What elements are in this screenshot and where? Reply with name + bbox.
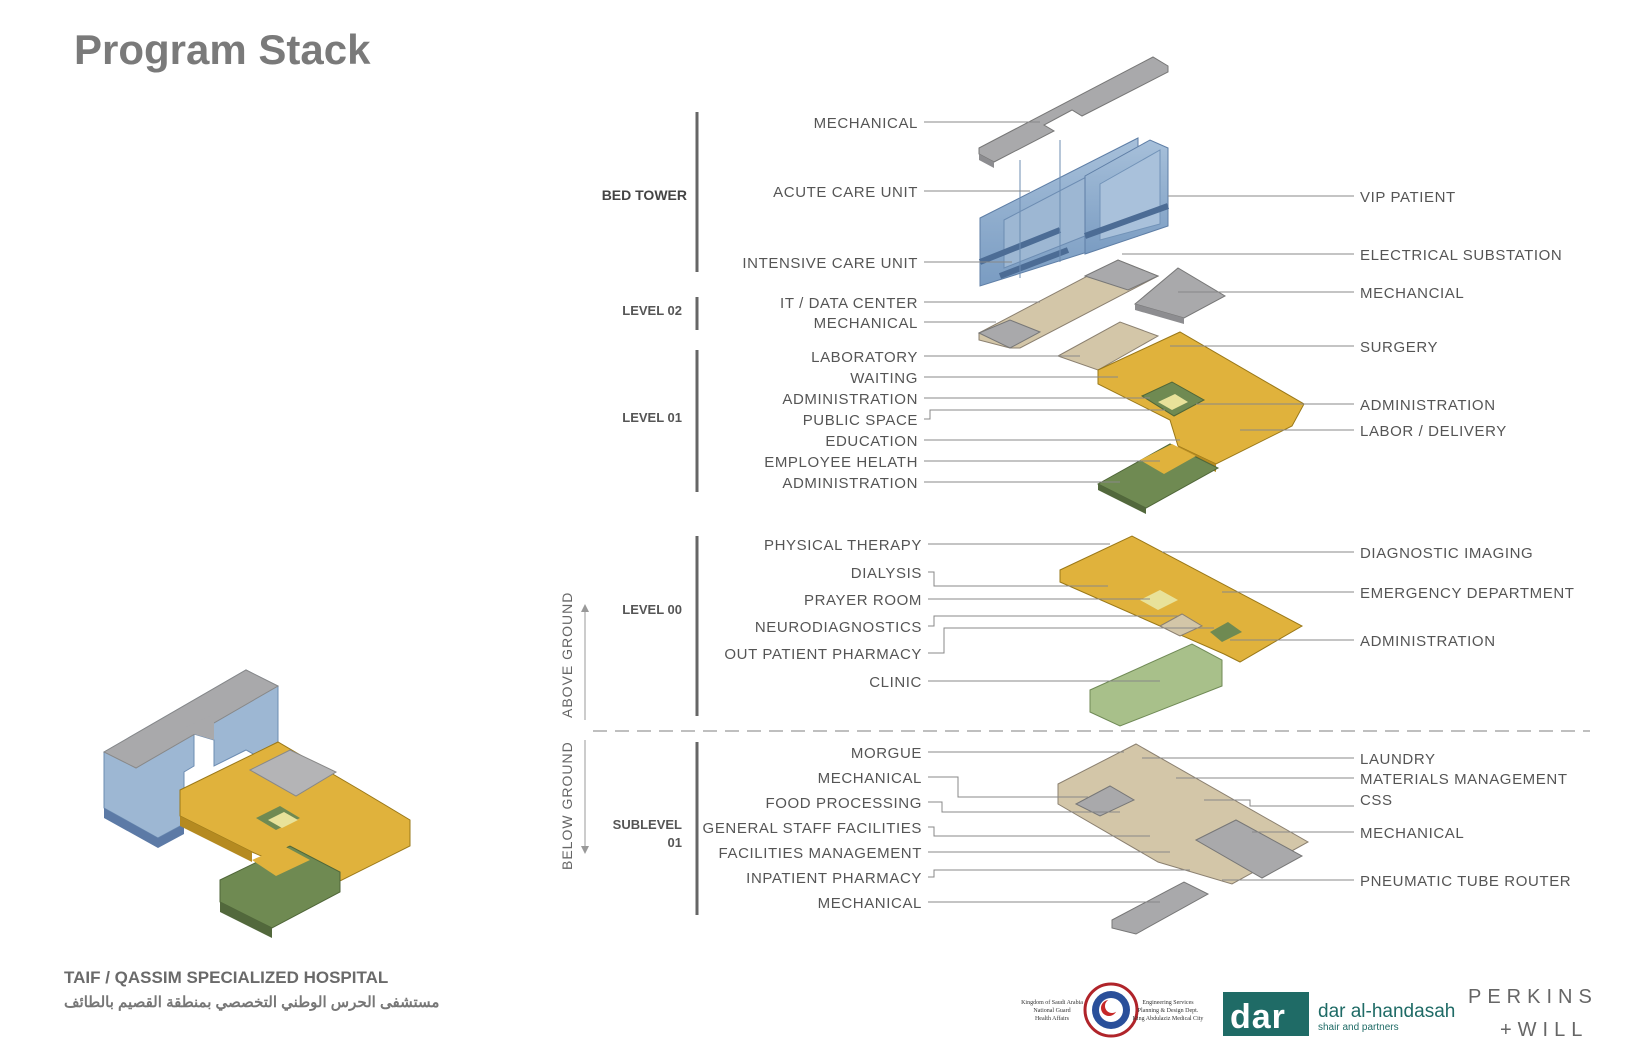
project-name-en: TAIF / QASSIM SPECIALIZED HOSPITAL (64, 968, 389, 987)
ngha-text-left-1: Kingdom of Saudi Arabia (1021, 999, 1083, 1006)
will-text: +WILL (1500, 1019, 1588, 1041)
label-administration-r01: ADMINISTRATION (1360, 397, 1496, 414)
label-dialysis: DIALYSIS (851, 565, 922, 582)
label-physical-therapy: PHYSICAL THERAPY (764, 537, 922, 554)
right-labels: VIP PATIENT ELECTRICAL SUBSTATION MECHAN… (1122, 189, 1575, 890)
label-pneumatic-tube-router: PNEUMATIC TUBE ROUTER (1360, 873, 1571, 890)
label-labor-delivery: LABOR / DELIVERY (1360, 423, 1507, 440)
label-laundry: LAUNDRY (1360, 751, 1436, 768)
label-mechanical-right-sub: MECHANICAL (1360, 825, 1464, 842)
level00-block (1059, 535, 1304, 727)
label-out-patient-pharmacy: OUT PATIENT PHARMACY (724, 646, 922, 663)
label-css: CSS (1360, 792, 1393, 809)
ngha-text-right-1: Engineering Services (1142, 1000, 1194, 1006)
group-label-sublevel-num: 01 (668, 835, 682, 850)
group-label-bed-tower: BED TOWER (602, 187, 687, 203)
label-food-processing: FOOD PROCESSING (765, 795, 922, 812)
group-label-level00: LEVEL 00 (622, 602, 682, 617)
ngha-text-right-3: King Abdulaziz Medical City (1133, 1016, 1204, 1022)
label-waiting: WAITING (850, 370, 918, 387)
sublevel-block (1057, 743, 1310, 935)
label-morgue: MORGUE (851, 745, 922, 762)
ngha-logo: Kingdom of Saudi Arabia National Guard H… (1021, 980, 1203, 1040)
label-acute-care-unit: ACUTE CARE UNIT (773, 184, 918, 201)
label-prayer-room: PRAYER ROOM (804, 592, 922, 609)
label-inpatient-pharmacy: INPATIENT PHARMACY (746, 870, 922, 887)
label-general-staff-facilities: GENERAL STAFF FACILITIES (703, 820, 922, 837)
ngha-text-right-2: Planning & Design Dept. (1138, 1008, 1199, 1014)
bed-tower-block (978, 137, 1170, 287)
label-administration-l01a: ADMINISTRATION (782, 391, 918, 408)
label-administration-l01b: ADMINISTRATION (782, 475, 918, 492)
label-intensive-care-unit: INTENSIVE CARE UNIT (742, 255, 918, 272)
label-vip-patient: VIP PATIENT (1360, 189, 1456, 206)
label-administration-r00: ADMINISTRATION (1360, 633, 1496, 650)
page-title: Program Stack (74, 26, 371, 73)
ngha-text-left-3: Health Affairs (1035, 1015, 1070, 1022)
project-name-ar: مستشفى الحرس الوطني التخصصي بمنطقة القصي… (64, 994, 440, 1011)
label-neurodiagnostics: NEURODIAGNOSTICS (755, 619, 922, 636)
label-materials-management: MATERIALS MANAGEMENT (1360, 771, 1568, 788)
label-emergency-department: EMERGENCY DEPARTMENT (1360, 585, 1575, 602)
label-clinic: CLINIC (869, 674, 922, 691)
label-employee-health: EMPLOYEE HELATH (764, 454, 918, 471)
label-diagnostic-imaging: DIAGNOSTIC IMAGING (1360, 545, 1533, 562)
below-ground-label: BELOW GROUND (559, 741, 575, 870)
overview-building-illustration (102, 669, 411, 938)
perkins-will-logo: PERKINS +WILL (1468, 986, 1598, 1041)
label-mechanical-sub-b: MECHANICAL (818, 895, 922, 912)
label-mechancial-right: MECHANCIAL (1360, 285, 1464, 302)
label-laboratory: LABORATORY (811, 349, 918, 366)
level01-block (1056, 321, 1305, 514)
label-mechanical-l02: MECHANICAL (814, 315, 918, 332)
svg-text:dar: dar (1230, 998, 1286, 1036)
label-it-data-center: IT / DATA CENTER (780, 295, 918, 312)
label-mechanical-sub-a: MECHANICAL (818, 770, 922, 787)
label-public-space: PUBLIC SPACE (803, 412, 918, 429)
dar-al-handasah-logo: dar dar al-handasah shair and partners (1223, 992, 1455, 1036)
group-label-level01: LEVEL 01 (622, 410, 682, 425)
group-label-level02: LEVEL 02 (622, 303, 682, 318)
left-labels: MECHANICAL ACUTE CARE UNIT INTENSIVE CAR… (703, 115, 1214, 912)
ngha-text-left-2: National Guard (1033, 1008, 1070, 1014)
label-facilities-management: FACILITIES MANAGEMENT (719, 845, 922, 862)
ground-axis: ABOVE GROUND BELOW GROUND (559, 592, 1590, 870)
group-label-sublevel: SUBLEVEL (613, 817, 682, 832)
label-surgery: SURGERY (1360, 339, 1438, 356)
perkins-text: PERKINS (1468, 986, 1598, 1008)
isometric-blocks (977, 56, 1310, 935)
dar-name: dar al-handasah (1318, 1001, 1455, 1022)
above-ground-label: ABOVE GROUND (559, 592, 575, 718)
label-education: EDUCATION (825, 433, 918, 450)
dar-sub: shair and partners (1318, 1022, 1399, 1033)
label-electrical-substation: ELECTRICAL SUBSTATION (1360, 247, 1562, 264)
label-mechanical-top: MECHANICAL (814, 115, 918, 132)
